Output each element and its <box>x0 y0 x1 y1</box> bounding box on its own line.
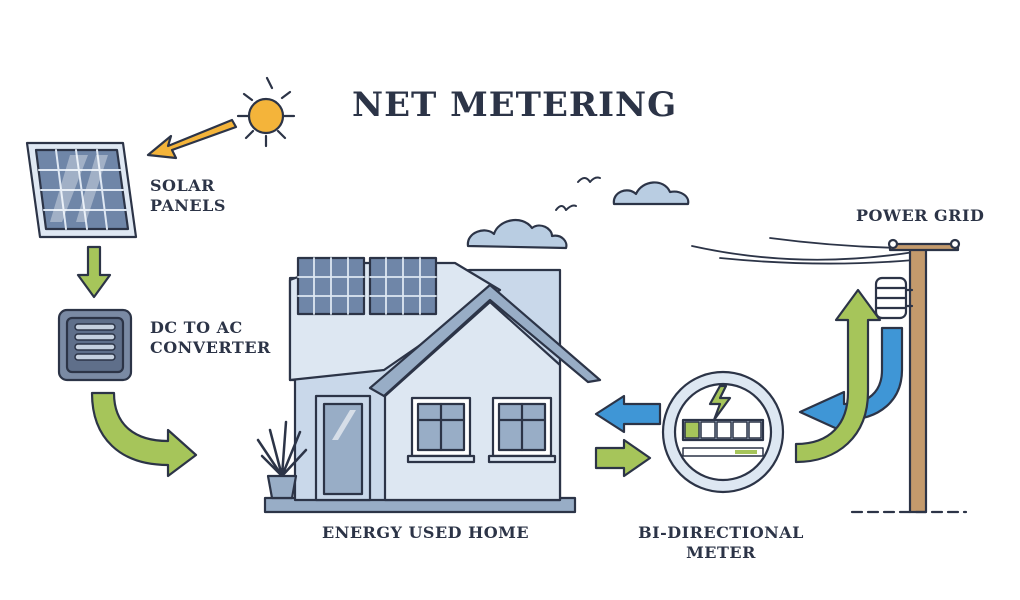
grid-export-arrow <box>794 288 882 464</box>
cloud-icon <box>612 181 690 206</box>
home-label: ENERGY USED HOME <box>322 523 530 542</box>
meter-label-line2: METER <box>686 543 756 562</box>
meter-label-line1: BI-DIRECTIONAL <box>638 523 804 542</box>
solar-panels-label-line1: SOLAR <box>150 176 215 195</box>
house-icon <box>263 256 602 514</box>
meter-label: BI-DIRECTIONAL METER <box>636 523 806 563</box>
bi-directional-meter-icon <box>661 370 785 494</box>
door-icon <box>314 394 372 502</box>
converter-label: DC TO AC CONVERTER <box>150 318 271 358</box>
converter-label-line1: DC TO AC <box>150 318 243 337</box>
sun-icon <box>236 76 296 148</box>
sunlight-arrow <box>146 118 238 160</box>
roof-solar-panel-icon <box>368 256 438 316</box>
converter-icon <box>57 308 133 382</box>
transformer-icon <box>874 276 914 320</box>
birds-icon <box>555 176 601 211</box>
window-icon <box>487 396 557 464</box>
solar-panel-icon <box>25 141 138 239</box>
converter-label-line2: CONVERTER <box>150 338 271 357</box>
solar-panels-label-line2: PANELS <box>150 196 226 215</box>
grid-to-home-arrow <box>594 394 662 434</box>
page-title: NET METERING <box>352 85 678 125</box>
cloud-icon <box>466 218 568 250</box>
power-pole-icon <box>850 238 968 514</box>
window-icon <box>406 396 476 464</box>
solar-panels-label: SOLAR PANELS <box>150 176 226 216</box>
roof-solar-panel-icon <box>296 256 366 316</box>
plant-icon <box>256 420 308 500</box>
down-arrow <box>76 245 112 299</box>
home-to-meter-arrow <box>594 438 652 478</box>
ac-power-arrow <box>90 391 198 478</box>
power-grid-label: POWER GRID <box>856 206 985 225</box>
